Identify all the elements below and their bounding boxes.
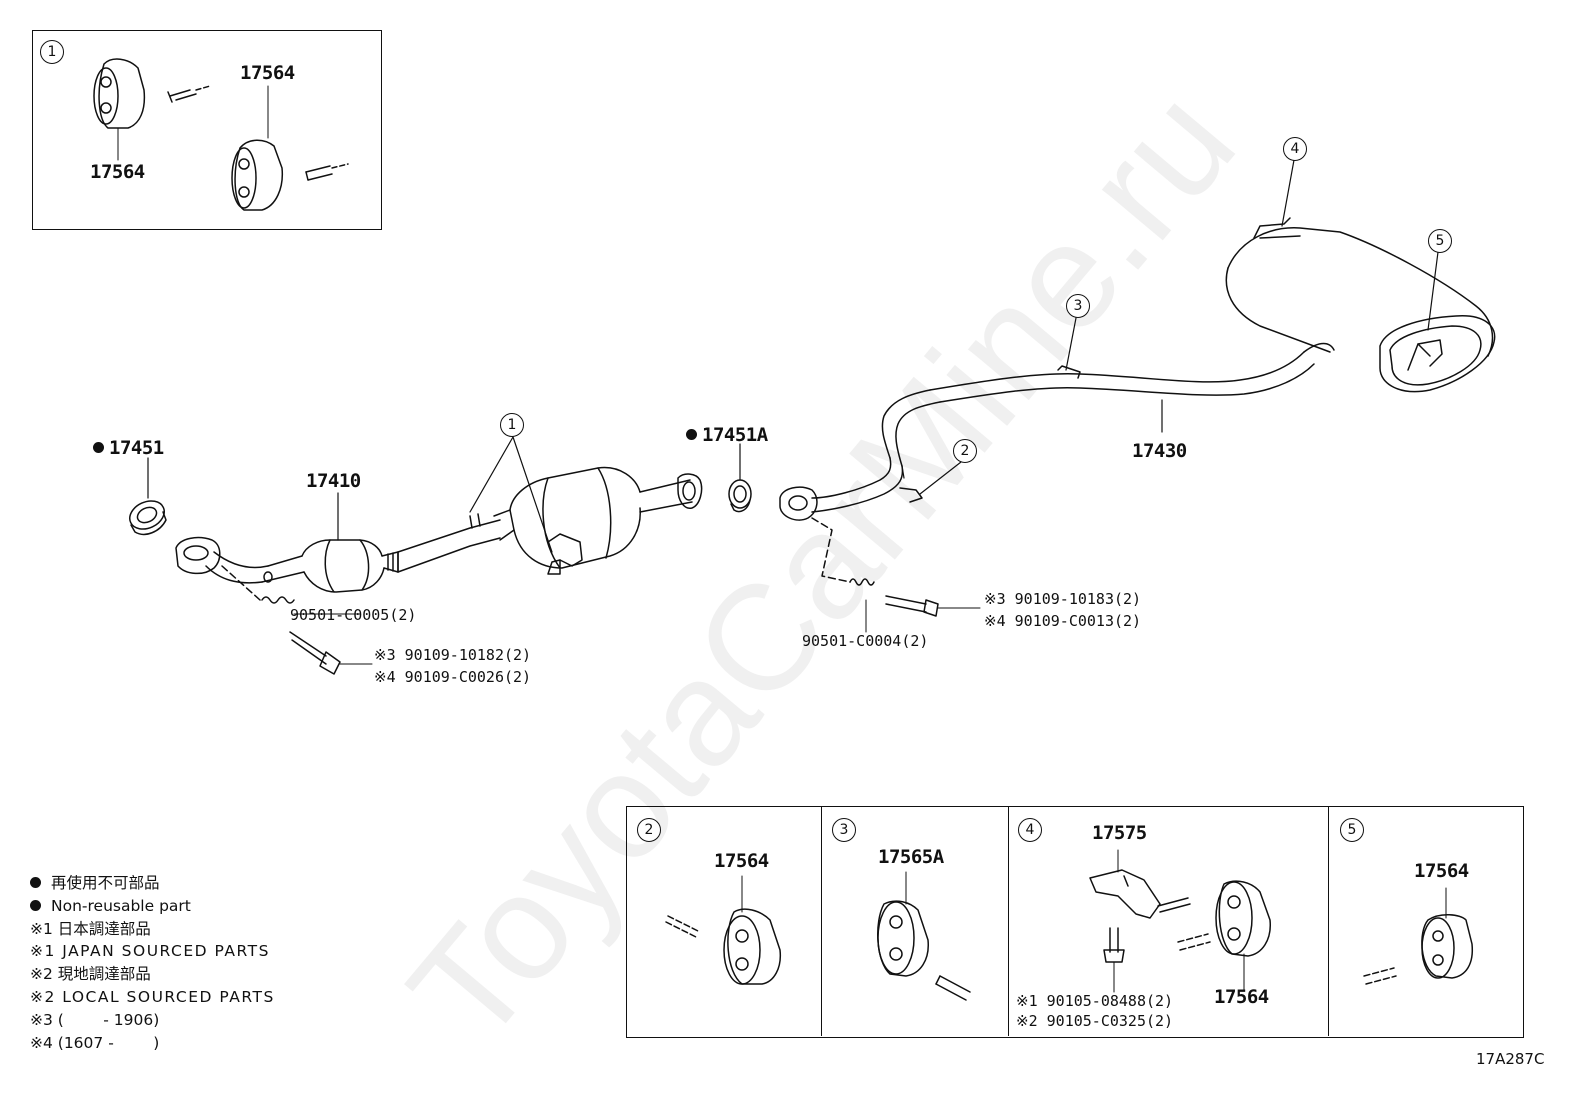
panel3-part: 17565A (878, 846, 944, 868)
front-spring-bolt (221, 565, 373, 675)
gasket-17451a (728, 479, 752, 513)
legend-non-reusable-en: Non-reusable part (30, 895, 275, 918)
panel2-drawing (665, 875, 782, 985)
panel-divider-1 (821, 806, 822, 1036)
panel4-bolt-2: ※2 90105-C0325(2) (1016, 1012, 1174, 1030)
inset1-drawings (93, 58, 349, 211)
panel5-part: 17564 (1414, 860, 1469, 882)
leader-lines (147, 159, 1439, 553)
panel-divider-2 (1008, 806, 1009, 1036)
panel3-drawing (877, 871, 971, 1001)
tail-pipe-assembly (779, 217, 1496, 521)
legend: 再使用不可部品 Non-reusable part ※1 日本調達部品 ※1 J… (30, 872, 275, 1054)
panel4-drawing (1089, 849, 1271, 993)
inset1-upper-part: 17564 (240, 62, 295, 84)
part-17410-label: 17410 (306, 470, 361, 492)
legend-date-range-3: ※3 ( - 1906) (30, 1010, 160, 1029)
panel4-number: 4 (1018, 818, 1042, 842)
bolt-mid-3-label: ※3 90109-10183(2) (984, 590, 1142, 608)
callout-3: 3 (1066, 294, 1090, 318)
inset1-lower-part: 17564 (90, 161, 145, 183)
bolt-mid-4-label: ※4 90109-C0013(2) (984, 612, 1142, 630)
detail-panels (626, 806, 1524, 1038)
panel4-bolt-1: ※1 90105-08488(2) (1016, 992, 1174, 1010)
panel4-part: 17575 (1092, 822, 1147, 844)
panel5-number: 5 (1340, 818, 1364, 842)
bolt-front-4-label: ※4 90109-C0026(2) (374, 668, 532, 686)
legend-japan-sourced-en: ※1 JAPAN SOURCED PARTS (30, 942, 270, 961)
legend-non-reusable-jp: 再使用不可部品 (30, 872, 275, 895)
callout-4: 4 (1283, 137, 1307, 161)
callout-1: 1 (500, 413, 524, 437)
panel2-number: 2 (637, 818, 661, 842)
panel-divider-3 (1328, 806, 1329, 1036)
spring-front-label: 90501-C0005(2) (290, 606, 417, 624)
diagram-code: 17A287C (1476, 1050, 1545, 1068)
legend-date-range-4: ※4 (1607 - ) (30, 1033, 160, 1052)
legend-local-sourced-jp: ※2 現地調達部品 (30, 965, 151, 984)
legend-japan-sourced-jp: ※1 日本調達部品 (30, 919, 151, 938)
front-pipe-assembly (175, 466, 703, 593)
inset1-number: 1 (40, 40, 64, 64)
panel3-number: 3 (832, 818, 856, 842)
panel2-part: 17564 (714, 850, 769, 872)
part-17430-label: 17430 (1132, 440, 1187, 462)
panel4-sub-part: 17564 (1214, 986, 1269, 1008)
bolt-front-3-label: ※3 90109-10182(2) (374, 646, 532, 664)
spring-mid-label: 90501-C0004(2) (802, 632, 929, 650)
gasket-17451 (129, 500, 167, 536)
callout-2: 2 (953, 439, 977, 463)
callout-5: 5 (1428, 229, 1452, 253)
part-17451-label: 17451 (93, 437, 164, 459)
part-17451a-label: 17451A (686, 424, 768, 446)
panel5-drawing (1363, 887, 1474, 985)
legend-local-sourced-en: ※2 LOCAL SOURCED PARTS (30, 987, 275, 1006)
mid-spring-bolt (811, 517, 981, 633)
inset-box-1 (32, 30, 382, 230)
